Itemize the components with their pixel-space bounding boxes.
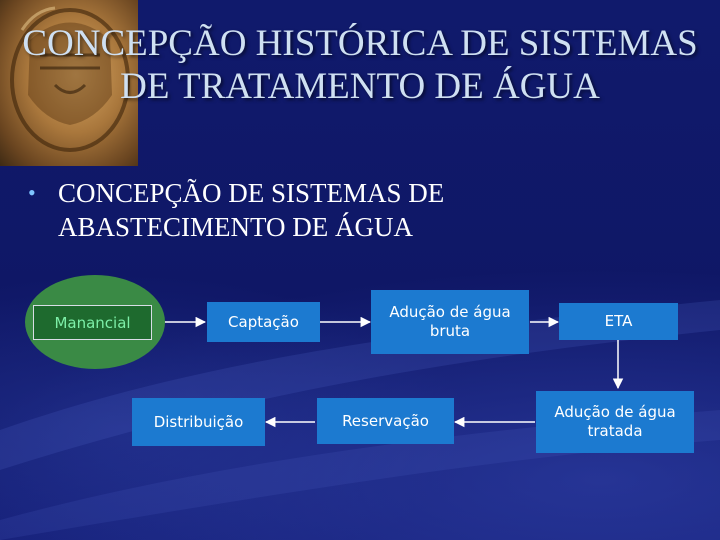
node-captacao: Captação bbox=[207, 302, 320, 342]
bullet-item: • CONCEPÇÃO DE SISTEMAS DE ABASTECIMENTO… bbox=[28, 176, 628, 244]
node-aducao-tratada: Adução de água tratada bbox=[536, 391, 694, 453]
slide-title: CONCEPÇÃO HISTÓRICA DE SISTEMAS DE TRATA… bbox=[22, 23, 698, 107]
bullet-text: CONCEPÇÃO DE SISTEMAS DE ABASTECIMENTO D… bbox=[58, 178, 445, 242]
node-reservacao: Reservação bbox=[317, 398, 454, 444]
helmet-icon bbox=[10, 6, 130, 152]
bullet-dot-icon: • bbox=[28, 180, 36, 205]
helmet-logo bbox=[0, 0, 138, 166]
node-distribuicao: Distribuição bbox=[132, 398, 265, 446]
node-eta: ETA bbox=[559, 303, 678, 340]
node-manancial: Manancial bbox=[33, 305, 152, 340]
node-aducao-bruta: Adução de água bruta bbox=[371, 290, 529, 354]
